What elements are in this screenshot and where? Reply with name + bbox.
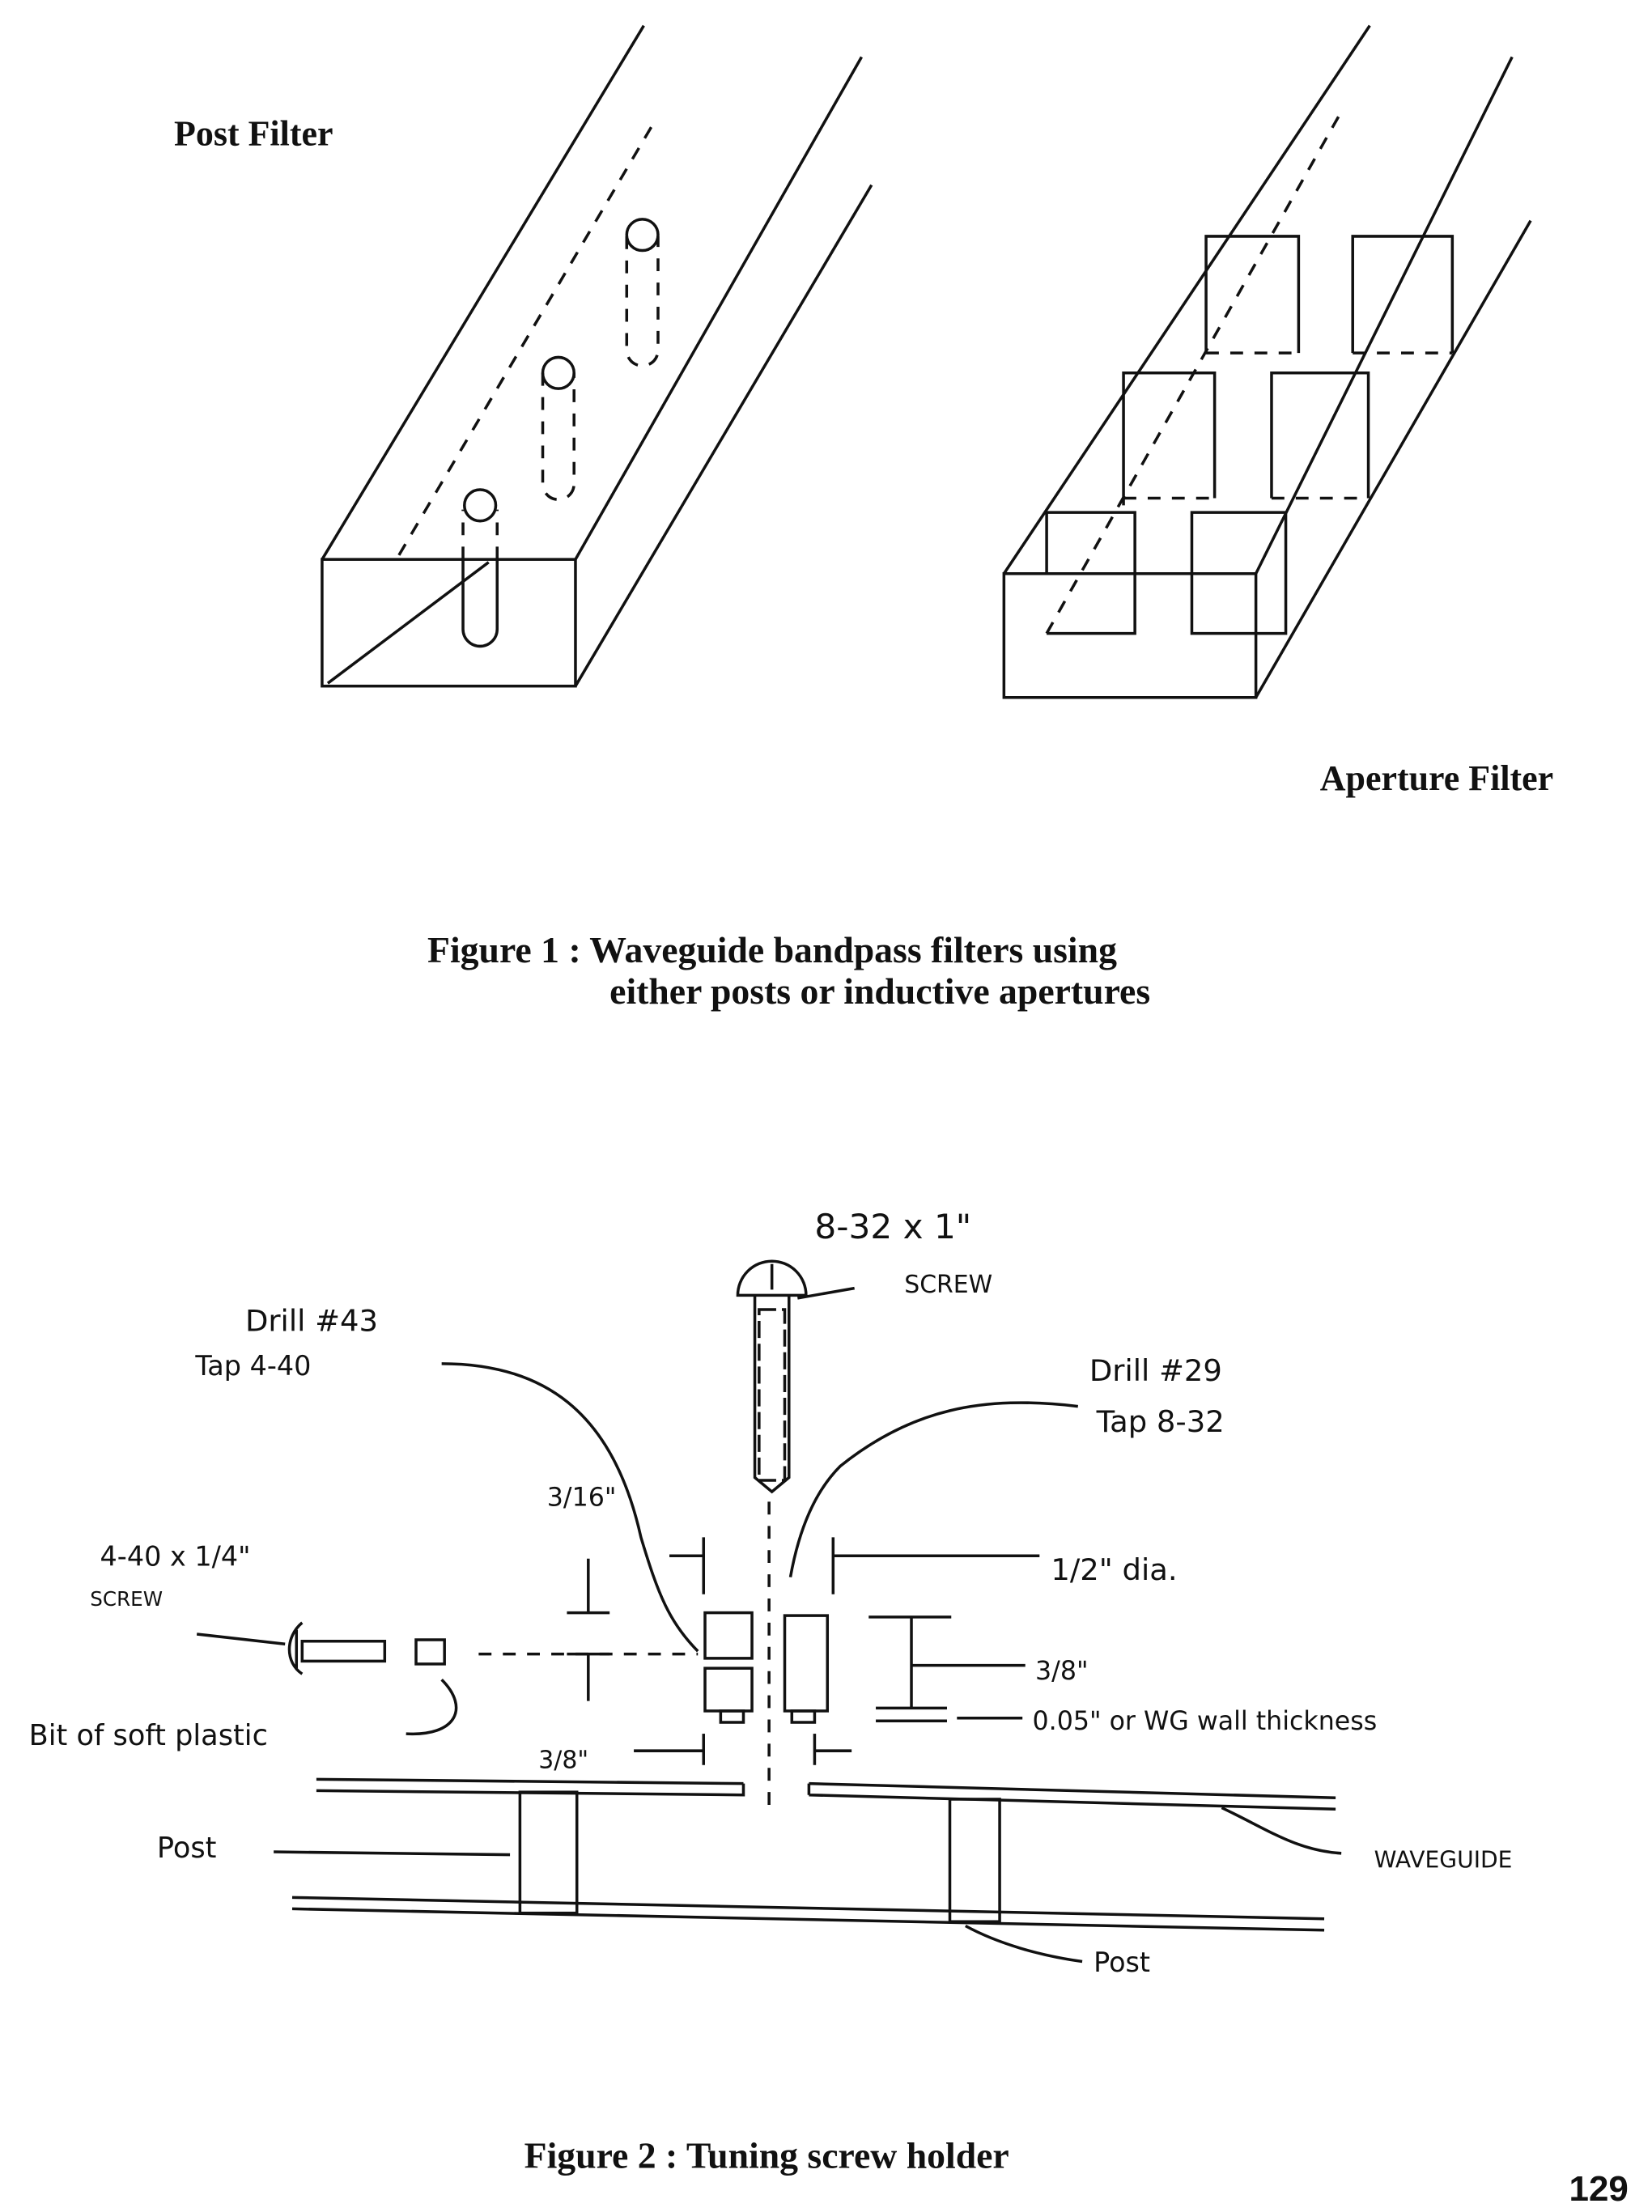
post-filter-label: Post Filter xyxy=(174,113,333,153)
aperture-filter-label: Aperture Filter xyxy=(1320,758,1553,798)
figure1-caption-line2: either posts or inductive apertures xyxy=(609,970,1150,1012)
waveguide-label: WAVEGUIDE xyxy=(1374,1846,1513,1873)
aperture-filter-drawing xyxy=(1002,24,1532,699)
post-filter-drawing xyxy=(321,24,873,688)
drill43-label: Drill #43 xyxy=(245,1303,378,1338)
post-left-label: Post xyxy=(157,1832,217,1865)
figure2-caption: Figure 2 : Tuning screw holder xyxy=(524,2134,1009,2176)
screw-size-label: 8-32 x 1" xyxy=(814,1207,971,1246)
dim-3-8-right-label: 3/8" xyxy=(1035,1657,1088,1686)
dim-3-8-bottom-label: 3/8" xyxy=(538,1746,588,1774)
page-number: 129 xyxy=(1569,2169,1629,2209)
soft-plastic-label: Bit of soft plastic xyxy=(29,1719,268,1752)
small-screw-label: SCREW xyxy=(90,1587,163,1611)
wall-thickness-label: 0.05" or WG wall thickness xyxy=(1033,1707,1378,1736)
post-bottom-label: Post xyxy=(1094,1947,1150,1978)
screw-label: SCREW xyxy=(904,1271,992,1299)
screw-thread xyxy=(758,1308,787,1482)
dim-3-16-label: 3/16" xyxy=(547,1484,617,1513)
tap832-label: Tap 8-32 xyxy=(1096,1404,1225,1439)
tuning-screw-drawing xyxy=(196,1259,1342,1964)
drill29-label: Drill #29 xyxy=(1089,1353,1222,1388)
half-dia-label: 1/2" dia. xyxy=(1051,1552,1177,1587)
tap440-label: Tap 4-40 xyxy=(194,1350,311,1382)
small-screw-size-label: 4-40 x 1/4" xyxy=(100,1541,251,1573)
figure1-caption-line1: Figure 1 : Waveguide bandpass filters us… xyxy=(427,929,1117,970)
